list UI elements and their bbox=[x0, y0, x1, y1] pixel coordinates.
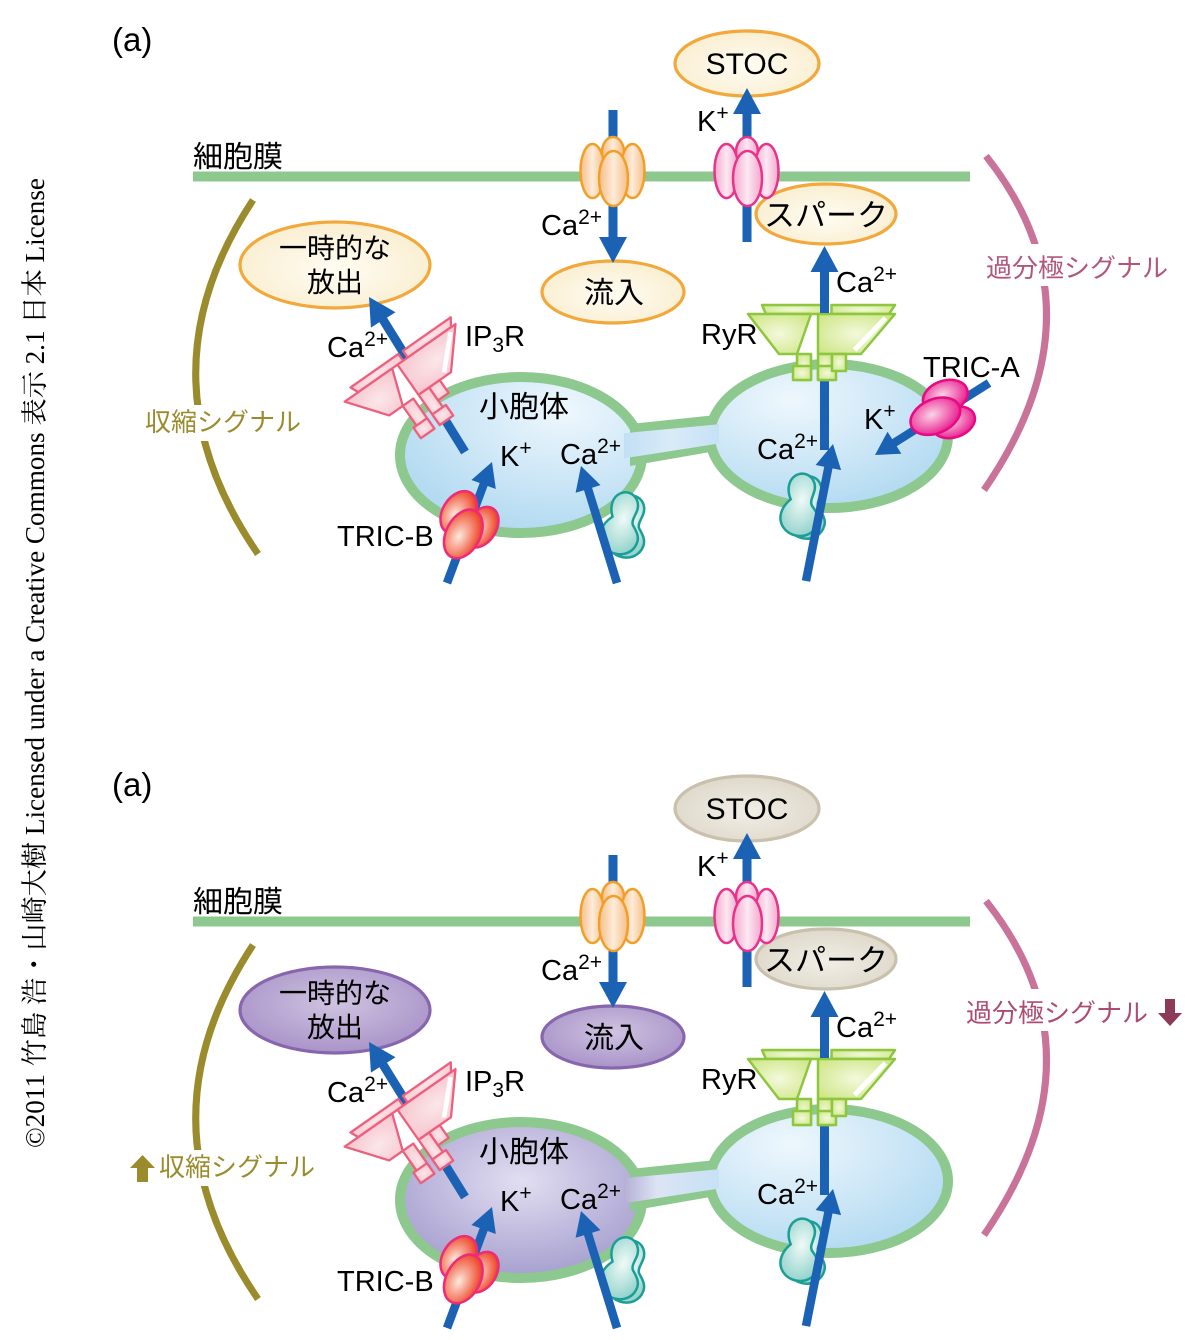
svg-text:License: License bbox=[20, 178, 50, 262]
svg-text:Ca2+: Ca2+ bbox=[541, 206, 602, 242]
svg-text:Ca2+: Ca2+ bbox=[560, 435, 621, 471]
svg-text:Ca2+: Ca2+ bbox=[560, 1180, 621, 1216]
svg-text:IP3R: IP3R bbox=[465, 321, 525, 357]
svg-text:(a): (a) bbox=[112, 21, 152, 58]
svg-text:Ca2+: Ca2+ bbox=[541, 951, 602, 987]
svg-text:(a): (a) bbox=[112, 766, 152, 803]
svg-text:Licensed under a Creative Comm: Licensed under a Creative Commons bbox=[20, 432, 50, 835]
svg-text:RyR: RyR bbox=[701, 1064, 757, 1096]
svg-text:TRIC-B: TRIC-B bbox=[337, 1266, 434, 1298]
svg-text:TRIC-A: TRIC-A bbox=[923, 352, 1020, 384]
svg-text:STOC: STOC bbox=[706, 793, 789, 826]
svg-text:©2011: ©2011 bbox=[20, 1074, 50, 1148]
svg-text:K+: K+ bbox=[500, 1182, 532, 1218]
svg-text:RyR: RyR bbox=[701, 319, 757, 351]
svg-text:TRIC-B: TRIC-B bbox=[337, 521, 434, 553]
svg-text:2.1: 2.1 bbox=[20, 330, 50, 364]
svg-text:STOC: STOC bbox=[706, 48, 789, 81]
